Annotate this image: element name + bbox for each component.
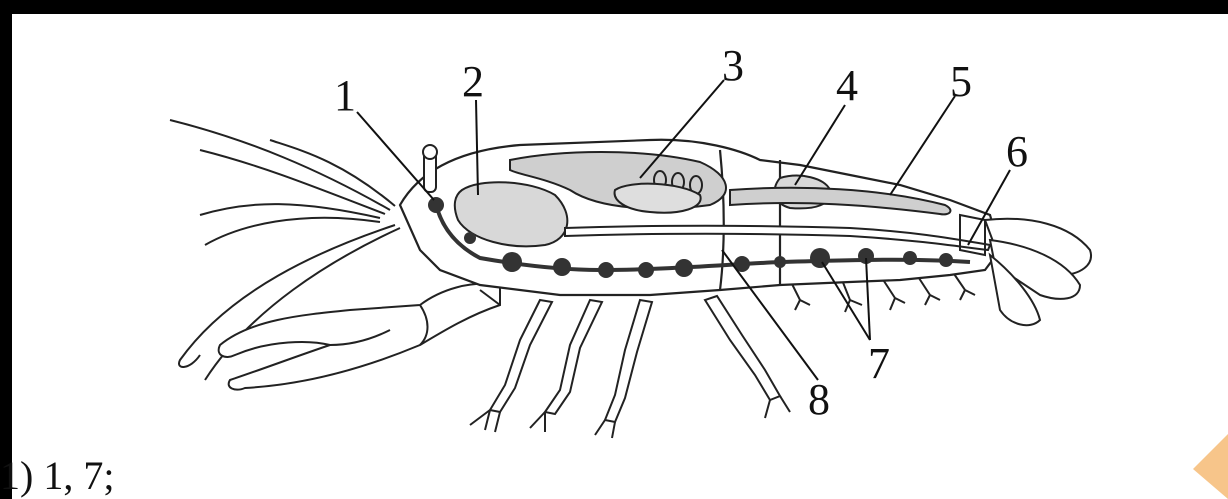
label-3: 3 — [722, 41, 744, 90]
claw — [219, 284, 500, 390]
label-5: 5 — [950, 57, 972, 106]
label-7: 7 — [868, 339, 890, 388]
label-6: 6 — [1006, 127, 1028, 176]
tail-fan — [985, 219, 1091, 325]
label-1: 1 — [334, 71, 356, 120]
label-2: 2 — [462, 57, 484, 106]
eye-stalk — [423, 145, 437, 192]
corner-accent-mark — [1168, 409, 1228, 499]
answer-option: 1) 1, 7; — [0, 452, 114, 499]
label-8: 8 — [808, 375, 830, 424]
label-4: 4 — [836, 61, 858, 110]
walking-legs — [470, 296, 790, 438]
